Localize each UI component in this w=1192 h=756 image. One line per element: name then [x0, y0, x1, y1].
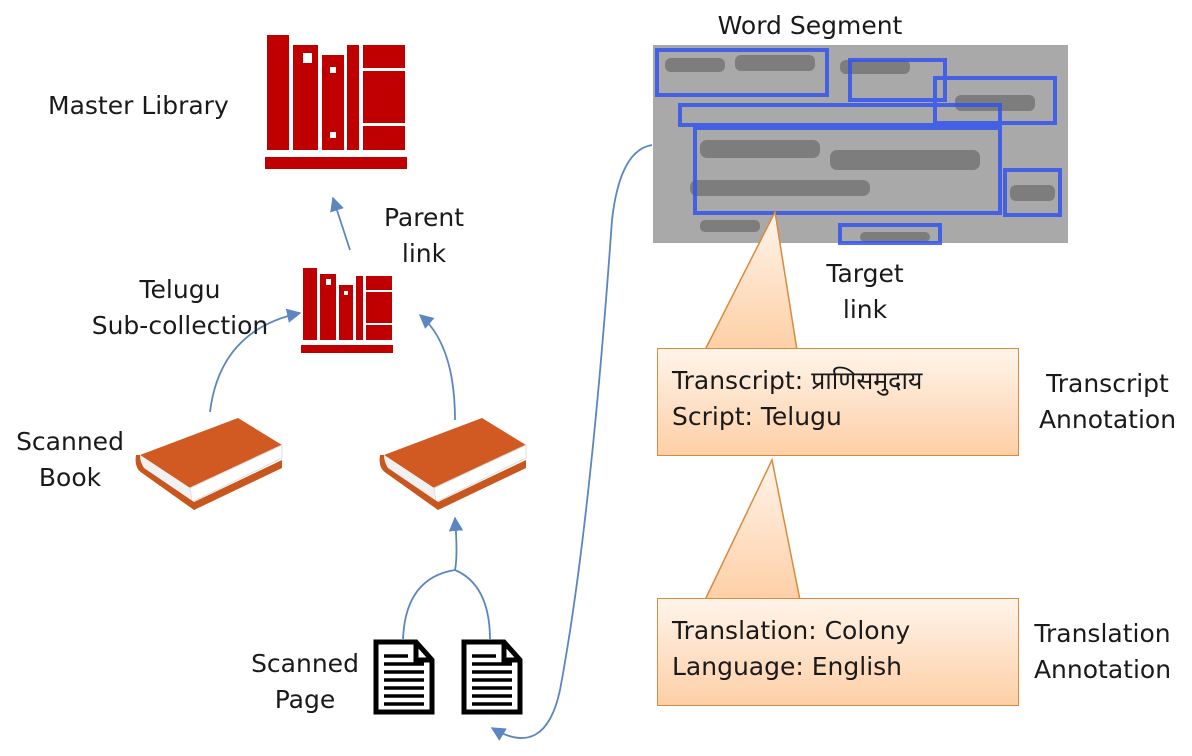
translation-annotation-line-1: Translation: [1034, 619, 1171, 648]
transcript-text: Transcript: प्राणिसमुदाय: [672, 366, 923, 395]
scanned-book-label: Scanned Book: [5, 424, 135, 496]
scanned-page-icon: [373, 639, 435, 715]
master-library-label: Master Library: [48, 91, 229, 120]
scanned-book-icon: [135, 418, 283, 510]
annotation-link-callout: [704, 457, 801, 601]
translation-annotation-box: Translation: Colony Language: English: [657, 598, 1019, 706]
target-link-line-1: Target: [826, 259, 904, 288]
word-segment-label: Word Segment: [717, 11, 903, 40]
word-segment-image: [653, 45, 1068, 245]
scanned-page-icon: [461, 639, 523, 715]
master-library-icon: [265, 35, 407, 169]
target-link-line-2: link: [842, 295, 888, 324]
telugu-subcollection-label: Telugu Sub-collection: [80, 272, 280, 344]
parent-link-line-2: link: [401, 239, 447, 268]
translation-annotation-label: Translation Annotation: [1020, 616, 1185, 688]
translation-annotation-line-2: Annotation: [1033, 655, 1172, 684]
parent-link-line-1: Parent: [383, 203, 465, 232]
scanned-book-line-1: Scanned: [16, 427, 124, 456]
scanned-page-label: Scanned Page: [240, 646, 370, 718]
telugu-line-1: Telugu: [139, 275, 221, 304]
subcollection-library-icon: [301, 268, 393, 353]
scanned-book-line-2: Book: [38, 463, 102, 492]
scanned-page-line-2: Page: [274, 685, 336, 714]
scanned-book-icon: [379, 418, 527, 510]
transcript-annotation-label: Transcript Annotation: [1025, 366, 1190, 438]
transcript-annotation-line-2: Annotation: [1038, 405, 1177, 434]
parent-link-label: Parent link: [376, 200, 472, 272]
scanned-page-line-1: Scanned: [251, 649, 359, 678]
telugu-line-2: Sub-collection: [91, 311, 269, 340]
transcript-annotation-line-1: Transcript: [1046, 369, 1169, 398]
script-text: Script: Telugu: [672, 402, 842, 431]
transcript-annotation-box: Transcript: प्राणिसमुदाय Script: Telugu: [657, 348, 1019, 456]
target-link-callout: [704, 209, 798, 351]
link-arrows: [209, 144, 653, 741]
target-link-label: Target link: [810, 256, 920, 328]
translation-text: Translation: Colony: [672, 616, 911, 645]
language-text: Language: English: [672, 652, 903, 681]
